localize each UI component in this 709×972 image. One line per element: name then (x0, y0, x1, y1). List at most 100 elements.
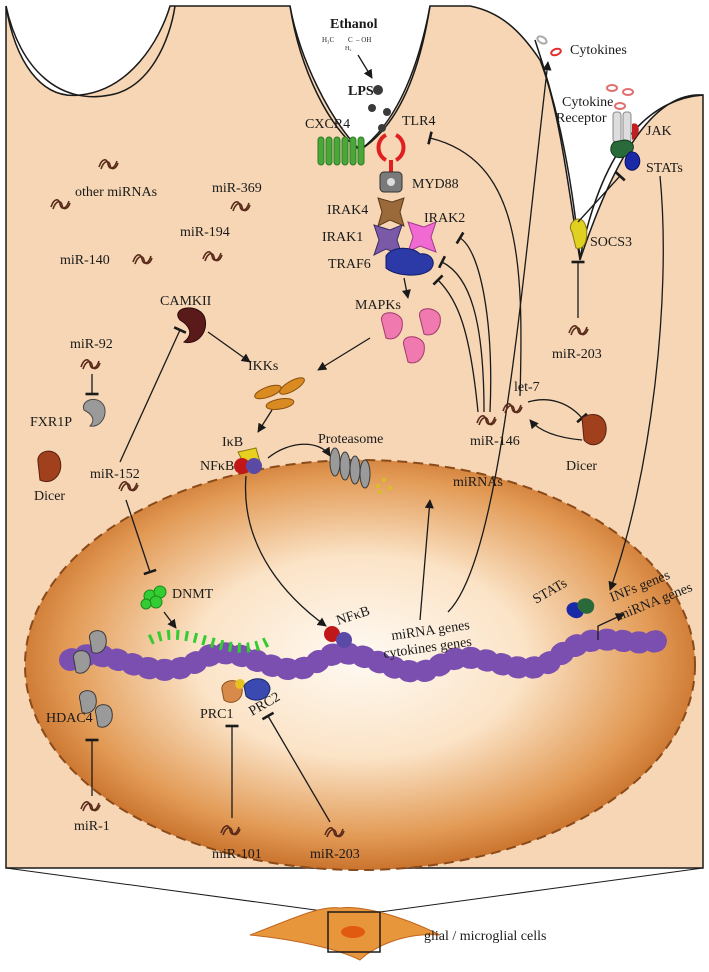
stats-membrane-blue (624, 151, 641, 171)
stats-translocation-arrow (608, 175, 664, 591)
socs3-protein (570, 218, 588, 249)
ethanol-arrow (357, 54, 373, 79)
stats-membrane-label: STATs (646, 161, 683, 176)
proteasome-label: Proteasome (318, 432, 383, 447)
mir146-label: miR-146 (470, 434, 520, 449)
mir101-label: miR-101 (212, 847, 262, 862)
glial-nucleus (341, 926, 365, 938)
dnmt-arrow (163, 611, 177, 629)
camkii-to-ikk-arrow (207, 331, 251, 363)
cxcr4-receptor (317, 136, 365, 166)
ethanol-label: Ethanol (330, 17, 378, 32)
mir1-label: miR-1 (74, 819, 110, 834)
cytokine-receptor (612, 111, 639, 143)
prc1-bound (235, 679, 245, 689)
ethanol-formula-h2: H₂ (345, 46, 351, 52)
mir152-label: miR-152 (90, 467, 140, 482)
fxr1p-label: FXR1P (30, 415, 72, 430)
glial-zoom-box (327, 911, 381, 953)
ethanol-formula-right: – OH (355, 36, 371, 44)
proteasome (329, 447, 371, 489)
socs3-inhibits-stats (577, 170, 626, 223)
cxcr4-label: CXCR4 (305, 117, 350, 132)
infs-gene-arrow (597, 613, 625, 640)
mir146-inhibits-traf6 (437, 255, 485, 413)
irak2-protein (407, 221, 437, 253)
dnmt-protein (140, 585, 167, 610)
prc1-label: PRC1 (200, 707, 233, 722)
ikb-label: IκB (222, 435, 243, 450)
ethanol-formula-mid: C (348, 36, 353, 44)
mapk-proteins (381, 308, 441, 364)
nfkb-label: NFκB (200, 459, 234, 474)
mir203-right-label: miR-203 (552, 347, 602, 362)
nfkb-translocation-arrow (244, 475, 327, 627)
mapks-label: MAPKs (355, 298, 401, 313)
zoom-lines (5, 867, 704, 913)
tlr4-receptor (376, 133, 406, 172)
ikk-proteins (254, 377, 305, 410)
histone-marks (59, 628, 671, 683)
dicer-left-label: Dicer (34, 489, 65, 504)
jak-label: JAK (646, 124, 672, 139)
let7-label: let-7 (514, 380, 540, 395)
prc2-protein (243, 678, 271, 701)
irak4-label: IRAK4 (327, 203, 368, 218)
cytokine-particles (536, 35, 634, 110)
socs3-label: SOCS3 (590, 235, 632, 250)
ikb-nfkb-complex (234, 447, 262, 474)
dicer-left-protein (37, 450, 62, 482)
dnmt-label: DNMT (172, 587, 214, 602)
mir152-inhibits-dnmt (125, 499, 157, 576)
mir140-label: miR-140 (60, 253, 110, 268)
mir194-label: miR-194 (180, 225, 230, 240)
mir92-label: miR-92 (70, 337, 113, 352)
myd88-label: MYD88 (412, 177, 459, 192)
irak4-protein (377, 197, 405, 227)
mir203-inhibits-prc2 (261, 711, 331, 823)
ikb-to-proteasome-arrow (267, 443, 331, 459)
hdac4-label: HDAC4 (46, 711, 93, 726)
hdac4-proteins (72, 630, 113, 728)
genes-to-mirnas-arrow (419, 499, 434, 621)
let7-inhibits-tlr4 (427, 131, 522, 397)
dicer-to-let7-arrow (529, 419, 583, 441)
lps-label: LPS (348, 84, 374, 99)
ikk-to-ikb-arrow (257, 409, 273, 433)
irak1-label: IRAK1 (322, 230, 363, 245)
traf6-to-mapk-arrow (401, 277, 411, 299)
tlr4-label: TLR4 (402, 114, 435, 129)
fxr1p-protein (82, 398, 106, 427)
cytokines-label: Cytokines (570, 43, 627, 58)
dicer-right-protein (581, 414, 607, 446)
mir203-bottom-label: miR-203 (310, 847, 360, 862)
mapk-to-ikk-arrow (317, 337, 371, 371)
cytokine-receptor-label-2: Receptor (556, 111, 607, 126)
let7-inhibits-dicer (527, 399, 588, 424)
peptide-fragments (376, 478, 392, 494)
myd88-hole (387, 178, 395, 186)
camkii-protein (177, 307, 206, 344)
cytokine-receptor-label-1: Cytokine (562, 95, 613, 110)
methyl-marks (147, 629, 273, 653)
mir146-inhibits-irak2 (455, 231, 492, 413)
ethanol-formula-left: H₃C (322, 36, 334, 44)
camkii-label: CAMKII (160, 294, 212, 309)
other-mirnas-label: other miRNAs (75, 185, 157, 200)
traf6-protein (385, 247, 434, 276)
mir369-label: miR-369 (212, 181, 262, 196)
glial-caption: glial / microglial cells (424, 929, 546, 944)
mir146-inhibits-irak1 (432, 274, 479, 413)
genes-to-cytokines-arrow (447, 61, 552, 613)
mirnas-label: miRNAs (453, 475, 503, 490)
nfkb-nucleus-complex (324, 626, 352, 648)
stats-nucleus-green (577, 598, 595, 614)
lps-particles (368, 85, 391, 132)
dicer-right-label: Dicer (566, 459, 597, 474)
traf6-label: TRAF6 (328, 257, 371, 272)
mir152-inhibits-camkii (119, 326, 187, 463)
ikks-label: IKKs (248, 359, 278, 374)
irak2-label: IRAK2 (424, 211, 465, 226)
